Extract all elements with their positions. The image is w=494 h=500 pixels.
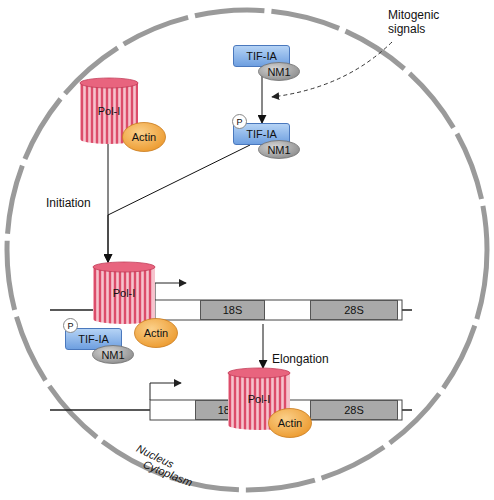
- flow-arrow: [263, 324, 264, 368]
- node-label: 28S: [344, 304, 364, 316]
- signal-label: Mitogenic signals: [388, 8, 468, 36]
- rrna-gene-segment: 18S: [200, 300, 265, 320]
- node-label: Actin: [132, 131, 156, 143]
- nm1-myosin: NM1: [258, 140, 300, 159]
- transcription-start-arrow: [155, 283, 186, 300]
- actin-protein: Actin: [122, 122, 166, 152]
- compartment-label: Cytoplasm: [142, 458, 221, 499]
- pol-i-polymerase: Pol-I: [93, 262, 155, 324]
- node-label: NM1: [267, 144, 290, 156]
- node-label: TIF-IA: [78, 333, 109, 345]
- nm1-myosin: NM1: [92, 345, 134, 364]
- node-label: 28S: [344, 404, 364, 416]
- node-label: TIF-IA: [246, 128, 277, 140]
- edge-label: Initiation: [46, 196, 91, 210]
- actin-protein: Actin: [268, 408, 312, 438]
- node-label: NM1: [267, 66, 290, 78]
- edge-label: Elongation: [272, 352, 329, 366]
- node-label: Pol-I: [248, 393, 271, 405]
- node-label: Actin: [144, 327, 168, 339]
- phosphate-group: P: [63, 318, 78, 333]
- rrna-gene-segment: 28S: [310, 400, 398, 420]
- flow-arrow: [108, 145, 250, 262]
- rdna-transcription-unit: [155, 300, 402, 320]
- node-label: 18S: [223, 304, 243, 316]
- node-label: Pol-I: [113, 287, 136, 299]
- node-label: P: [67, 321, 73, 331]
- transcription-start-arrow: [150, 383, 181, 400]
- nuclear-envelope: [7, 10, 487, 490]
- node-label: Actin: [278, 417, 302, 429]
- nm1-myosin: NM1: [258, 62, 300, 81]
- flow-arrow: [262, 67, 263, 123]
- node-label: Pol-I: [98, 105, 121, 117]
- phosphate-group: P: [232, 114, 247, 129]
- node-label: NM1: [101, 349, 124, 361]
- node-label: TIF-IA: [246, 50, 277, 62]
- node-label: P: [236, 117, 242, 127]
- actin-protein: Actin: [134, 318, 178, 348]
- rrna-gene-segment: 28S: [310, 300, 398, 320]
